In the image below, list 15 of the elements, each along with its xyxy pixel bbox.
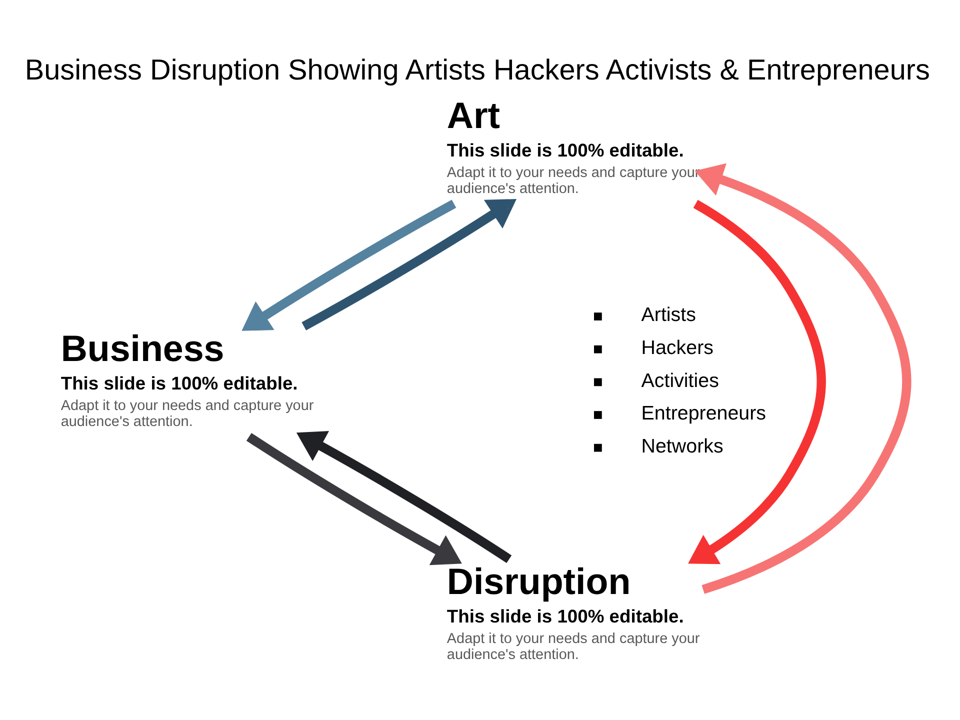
label: Activities: [640, 369, 718, 392]
node-text: Disruption This slide is 100% editable. Adapt it to your needs and capture your audience's attention.: [446, 560, 700, 662]
arrow: [246, 432, 462, 565]
arrow: [241, 199, 456, 330]
arrow: [688, 199, 826, 564]
arrow: [296, 430, 512, 563]
label: Networks: [640, 434, 723, 457]
arrow: [301, 198, 516, 330]
diagram-title: Business Disruption Showing Artists Hackers Activists & Entrepreneurs: [24, 54, 930, 86]
label: Hackers: [640, 336, 713, 358]
node-text: Art This slide is 100% editable. Adapt it to your needs and capture your audience's attention.: [446, 94, 700, 196]
label: Artists: [640, 304, 696, 326]
arrow: [694, 162, 911, 594]
label: Entrepreneurs: [640, 402, 766, 424]
node-text: Business This slide is 100% editable. Adapt it to your needs and capture your audience's attention.: [60, 328, 314, 430]
